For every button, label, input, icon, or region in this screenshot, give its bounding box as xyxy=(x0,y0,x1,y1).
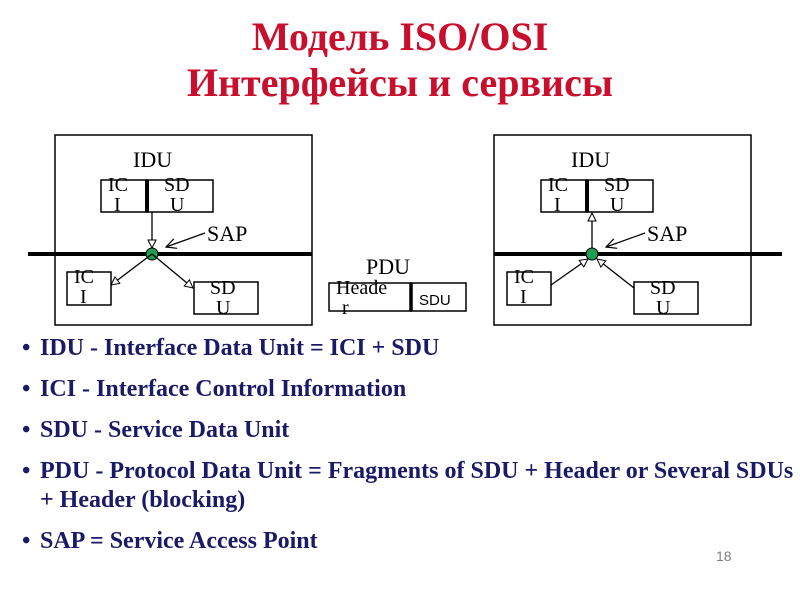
right-ici-top-box xyxy=(540,179,588,213)
right-idu-label: IDU xyxy=(571,147,610,172)
pdu-sdu-label: SDU xyxy=(419,292,451,309)
bullet-pdu: PDU - Protocol Data Unit = Fragments of … xyxy=(22,457,797,515)
right-sdu-to-sap-arrow xyxy=(597,259,635,289)
title-line-1: Модель ISO/OSI xyxy=(251,14,549,59)
bullet-sdu: SDU - Service Data Unit xyxy=(22,416,797,445)
left-ici-bottom-box xyxy=(66,271,112,306)
bullet-sap: SAP = Service Access Point xyxy=(22,527,797,556)
right-ici-to-sap-arrow xyxy=(550,259,588,286)
left-sdu-top-box xyxy=(146,179,214,213)
bullet-idu: IDU - Interface Data Unit = ICI + SDU xyxy=(22,334,797,363)
left-sap-pointer xyxy=(166,232,206,247)
left-sdu-bottom-box xyxy=(193,281,259,315)
left-sap-to-sdu-arrow xyxy=(151,253,193,288)
definitions-list: IDU - Interface Data Unit = ICI + SDU IC… xyxy=(22,334,797,568)
right-sap-pointer xyxy=(606,232,646,247)
right-sap-label: SAP xyxy=(647,221,687,246)
left-panel-frame xyxy=(54,134,313,326)
left-idu-label: IDU xyxy=(133,147,172,172)
left-sap-to-ici-arrow xyxy=(111,253,153,285)
left-ici-top-box xyxy=(100,179,148,213)
pdu-label: PDU xyxy=(366,254,410,279)
pdu-sdu-box xyxy=(410,282,467,312)
slide-number: 18 xyxy=(716,548,732,564)
right-sdu-top-box xyxy=(586,179,654,213)
slide-title: Модель ISO/OSI Интерфейсы и сервисы xyxy=(0,14,800,106)
title-line-2: Интерфейсы и сервисы xyxy=(186,60,614,105)
bullet-ici: ICI - Interface Control Information xyxy=(22,375,797,404)
right-sdu-bottom-box xyxy=(633,281,699,315)
right-sap-dot xyxy=(585,247,599,261)
right-panel-frame xyxy=(493,134,752,326)
pdu-header-box xyxy=(328,282,412,312)
right-ici-bottom-box xyxy=(506,271,552,306)
left-sap-label: SAP xyxy=(207,221,247,246)
